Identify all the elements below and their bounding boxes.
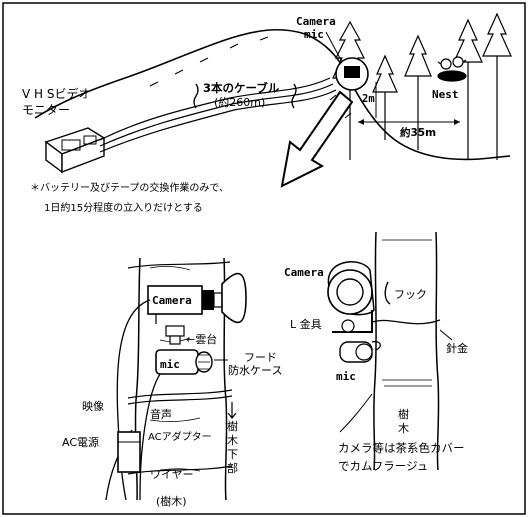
mic-label-left: mic [160,358,180,371]
waterproof-label: 防水ケース [228,363,282,377]
right-trunk-char-2: 木 [398,422,409,435]
nest-label: Nest [432,88,459,101]
cable-3 [99,89,337,153]
audio-cable [139,373,161,501]
nest-icon [437,56,467,82]
dim-2m-label: 2m [362,93,375,105]
video-cable [116,299,151,501]
wire-label-right: 針金 [446,341,468,355]
note-line-1: ＊バッテリー及びテープの交換作業のみで、 [30,181,229,194]
trunk-down-char-3: 下 [227,448,238,461]
terrain-overview: V H Sビデオ モニター 3本のケーブル (約260m) Camera mic [22,12,512,214]
ac-adapter-label: ACアダプター [148,430,212,443]
camera-label-top: Camera [296,15,336,28]
trunk-down-char-1: 樹 [227,420,238,433]
wire-band-mid-2 [127,395,233,405]
note-line-2: 1日約15分程度の立入りだけとする [44,201,203,214]
hill-hatching [149,36,352,119]
wire-band-mid-1 [127,389,233,399]
right-trunk-left [373,231,377,471]
pan-head [165,325,185,345]
camo-leader [339,393,373,433]
hood-label: フード [244,351,277,364]
audio-label: 音声 [150,407,172,421]
right-trunk-char-1: 樹 [398,408,409,421]
trunk-down-char-2: 木 [227,434,238,447]
right-detail: Camera フック L 金具 針金 mic 樹 木 カメラ等は茶系色カバー で… [284,231,468,473]
cable-break-mark-1 [193,83,199,109]
left-detail: Camera ←雲台 mic フード 防水ケース 映像 音声 AC電源 ACアダ… [62,257,282,508]
l-bracket-label: L 金具 [290,317,322,331]
hook-icon [384,281,391,305]
trunk-down-char-4: 部 [227,461,238,475]
vhs-monitor-icon [44,127,106,174]
cable-label-1: 3本のケーブル [203,81,280,95]
trunk-left-edge [134,257,141,501]
mic-waterproof-case [155,349,213,375]
video-label: 映像 [82,400,104,413]
camo-line-2: でカムフラージュ [338,459,428,473]
hood-cone [221,272,247,324]
ac-adapter-box [117,431,141,473]
camera-body [147,272,247,324]
camo-line-1: カメラ等は茶系色カバー [338,441,465,455]
mic-label-top: mic [304,28,324,41]
wire-label-left: ワイヤー [150,468,194,481]
dim-35m-label: 約35m [400,126,436,139]
camera-label-leader [325,31,343,63]
right-mic [339,341,381,363]
detail-arrow [280,90,354,188]
wire-band-top [127,261,231,269]
camera-small-icon [344,66,360,78]
cable-break-mark-2 [291,83,297,109]
right-wire-wrap [371,319,441,325]
hill-outline [34,28,511,161]
cable-1 [99,77,331,141]
vhs-label-1: V H Sビデオ [22,86,90,101]
mount-label: ←雲台 [186,332,217,346]
ac-power-label: AC電源 [62,435,99,449]
trunk-down-arrow [227,402,237,419]
hook-label: フック [394,288,427,301]
wire-leader-right [439,329,453,341]
bracket-knob [341,319,355,333]
tree-label: (樹木) [156,495,187,508]
cable-2 [99,83,334,147]
cable-label-2: (約260m) [214,95,265,109]
right-camera [327,261,375,316]
mic-label-right: mic [336,370,356,383]
camera-label-left: Camera [152,294,192,307]
camera-label-right: Camera [284,266,324,279]
vhs-label-2: モニター [22,103,70,117]
right-trunk-bark [382,239,432,387]
right-trunk-right [435,231,440,471]
